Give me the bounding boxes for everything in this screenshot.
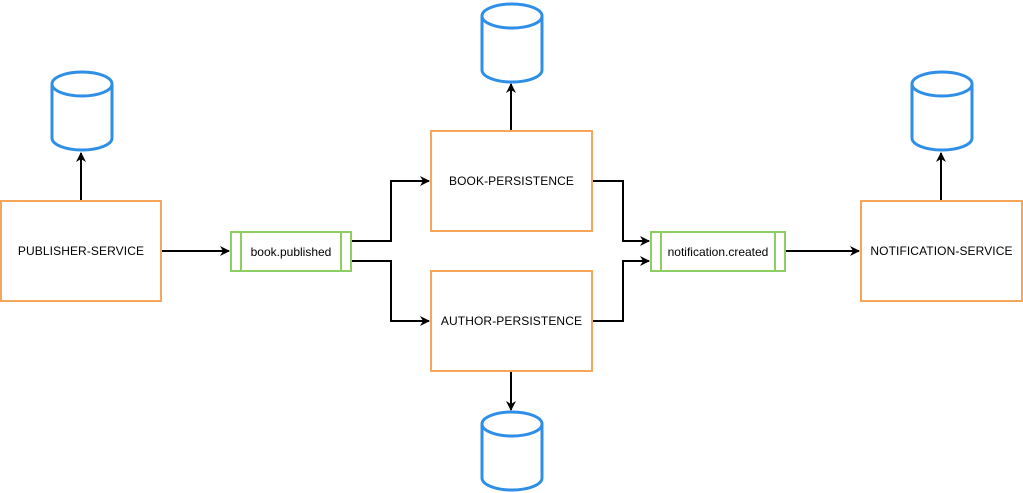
book-persistence-node[interactable]: BOOK-PERSISTENCE [430, 130, 593, 232]
book-published-label: book.published [250, 244, 332, 259]
database-icon [910, 70, 974, 152]
edge-book-persistence-to-notification-created [593, 180, 650, 246]
author-persistence-label: AUTHOR-PERSISTENCE [440, 314, 583, 328]
database-icon [480, 2, 544, 84]
publisher-service-label: PUBLISHER-SERVICE [17, 244, 145, 258]
book-published-queue[interactable]: book.published [230, 231, 352, 272]
database-icon [480, 410, 544, 492]
book-persistence-label: BOOK-PERSISTENCE [449, 174, 574, 188]
database-icon [50, 70, 114, 152]
edge-author-persistence-to-notification-created [593, 256, 650, 322]
notification-service-label: NOTIFICATION-SERVICE [870, 244, 1013, 258]
notification-created-queue[interactable]: notification.created [650, 231, 786, 272]
edge-book-published-to-book-persistence [352, 176, 430, 242]
edge-book-published-to-author-persistence [352, 260, 430, 326]
author-persistence-node[interactable]: AUTHOR-PERSISTENCE [430, 270, 593, 372]
notification-created-label: notification.created [667, 244, 769, 259]
notification-service-node[interactable]: NOTIFICATION-SERVICE [860, 200, 1023, 302]
publisher-service-node[interactable]: PUBLISHER-SERVICE [0, 200, 162, 302]
